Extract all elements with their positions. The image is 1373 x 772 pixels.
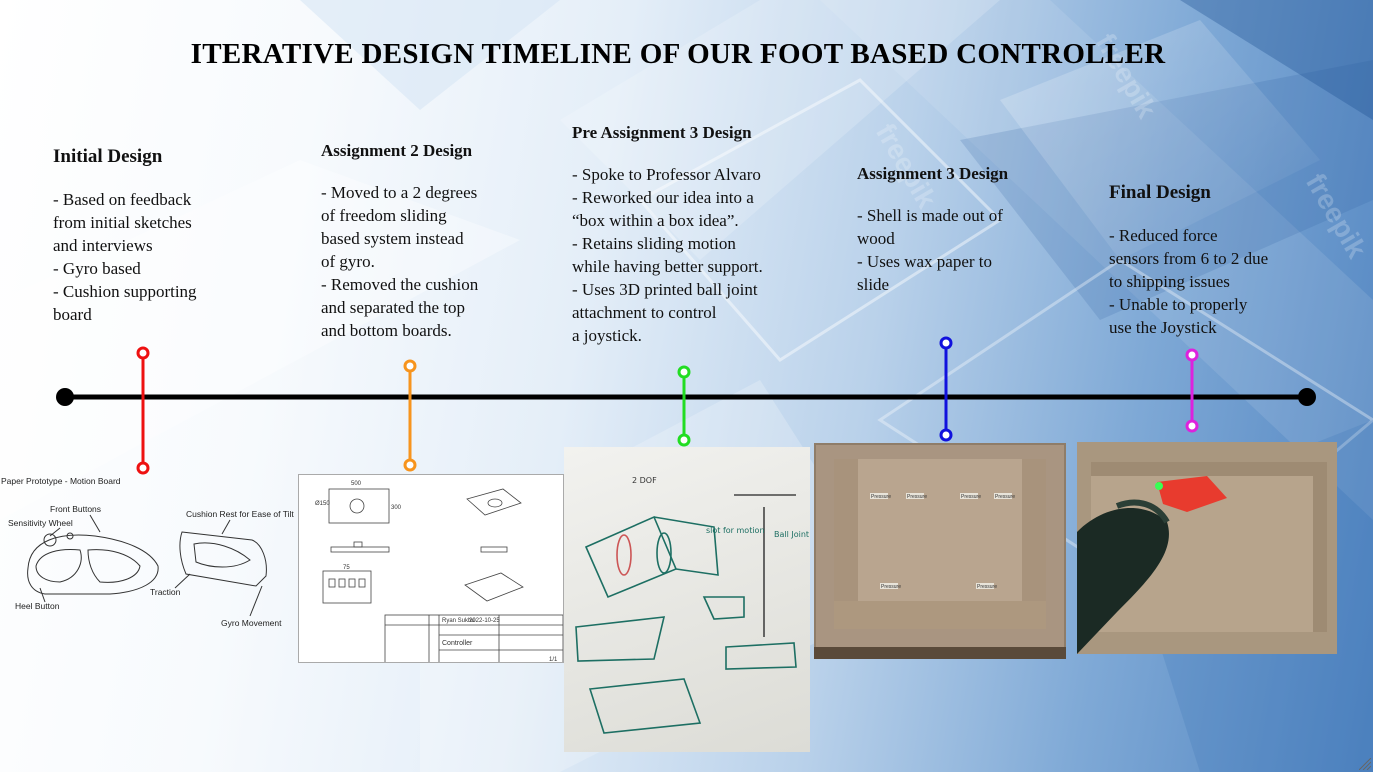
stage-initial-design: Initial Design - Based on feedback from … (53, 146, 283, 326)
sensor-label: Pressure (961, 494, 981, 500)
final-design-photo (1077, 442, 1337, 654)
drawing-date: 2022-10-25 (469, 618, 500, 624)
stage-description: - Based on feedback from initial sketche… (53, 190, 197, 324)
stage-heading: Assignment 2 Design (321, 141, 473, 160)
stage-heading: Pre Assignment 3 Design (572, 123, 752, 142)
stage-description: - Shell is made out of wood - Uses wax p… (857, 206, 1003, 294)
wooden-box-photo: Pressure Pressure Pressure Pressure Pres… (814, 443, 1066, 659)
stage-assignment-3-design: Assignment 3 Design - Shell is made out … (857, 164, 1077, 296)
timeline-start-dot (56, 388, 74, 406)
whiteboard-sketch: 2 DOF Ball Joint slot for motion (564, 447, 810, 752)
drawing-dim-500: 500 (351, 481, 362, 487)
sensor-label: Pressure (995, 494, 1015, 500)
drawing-dim-diameter: Ø150 (315, 501, 330, 507)
timeline-marker-assignment-3 (939, 336, 953, 442)
timeline-marker-final (1185, 348, 1199, 433)
stage-assignment-2-design: Assignment 2 Design - Moved to a 2 degre… (321, 141, 561, 342)
paper-prototype-sketch: Paper Prototype - Motion Board Front But… (0, 470, 300, 640)
whiteboard-note-slot: slot for motion (706, 526, 765, 535)
sketch-label-gyro-movement: Gyro Movement (221, 618, 282, 628)
stage-description: - Moved to a 2 degrees of freedom slidin… (321, 183, 479, 340)
drawing-dim-75: 75 (343, 565, 350, 571)
sensor-label: Pressure (881, 584, 901, 590)
drawing-dim-300: 300 (391, 505, 402, 511)
whiteboard-note-dof: 2 DOF (632, 476, 657, 485)
sketch-label-heel-button: Heel Button (15, 601, 60, 611)
stage-description: - Reduced force sensors from 6 to 2 due … (1109, 226, 1269, 337)
sensor-label: Pressure (907, 494, 927, 500)
drawing-sheet: 1/1 (549, 657, 558, 663)
sensor-label: Pressure (977, 584, 997, 590)
stage-description: - Spoke to Professor Alvaro - Reworked o… (572, 165, 763, 345)
stage-final-design: Final Design - Reduced force sensors fro… (1109, 182, 1329, 339)
stage-pre-assignment-3-design: Pre Assignment 3 Design - Spoke to Profe… (572, 123, 832, 347)
stage-heading: Initial Design (53, 146, 163, 167)
resize-grip-icon (1359, 758, 1371, 770)
timeline-marker-initial (136, 346, 150, 475)
slide-title: ITERATIVE DESIGN TIMELINE OF OUR FOOT BA… (190, 38, 1166, 70)
drawing-author: Ryan Sukhu (442, 618, 475, 624)
technical-drawing: 500 Ø150 300 75 Ryan Sukhu 2022-10-25 Co… (298, 474, 564, 663)
sensor-label: Pressure (871, 494, 891, 500)
sketch-title: Paper Prototype - Motion Board (1, 476, 121, 486)
timeline-end-dot (1298, 388, 1316, 406)
stage-heading: Assignment 3 Design (857, 164, 1009, 183)
sketch-label-front-buttons: Front Buttons (50, 504, 101, 514)
timeline-marker-assignment-2 (403, 359, 417, 472)
stage-heading: Final Design (1109, 182, 1211, 203)
sketch-label-traction: Traction (150, 587, 181, 597)
timeline-marker-pre-assignment-3 (677, 365, 691, 447)
whiteboard-note-ball-joint: Ball Joint (774, 530, 809, 539)
drawing-part-name: Controller (442, 640, 473, 647)
sketch-label-sensitivity-wheel: Sensitivity Wheel (8, 518, 73, 528)
sketch-label-cushion-rest: Cushion Rest for Ease of Tilt (186, 509, 294, 519)
